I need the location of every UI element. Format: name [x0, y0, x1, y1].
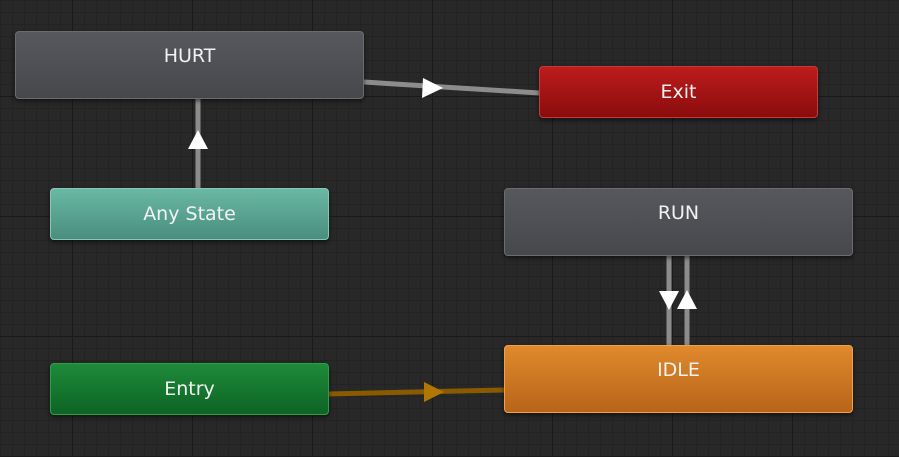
transition-run-to-idle[interactable]: [659, 256, 679, 345]
transition-entry-to-idle[interactable]: [328, 382, 505, 402]
state-node-label: IDLE: [657, 359, 700, 381]
entry-node[interactable]: Entry: [50, 363, 329, 415]
state-node-label: HURT: [163, 45, 216, 67]
state-node-idle-default[interactable]: IDLE: [504, 345, 853, 413]
exit-node-label: Exit: [660, 81, 697, 103]
arrow-right-icon: [422, 78, 443, 98]
transition-hurt-to-exit[interactable]: [363, 78, 540, 98]
any-state-node-label: Any State: [143, 203, 236, 225]
state-node-label: RUN: [657, 202, 700, 224]
arrow-down-icon: [659, 291, 679, 310]
transition-idle-to-run[interactable]: [677, 256, 697, 345]
exit-node[interactable]: Exit: [539, 66, 818, 118]
any-state-node[interactable]: Any State: [50, 188, 329, 240]
arrow-up-icon: [677, 290, 697, 309]
entry-node-label: Entry: [164, 378, 215, 400]
arrow-right-icon: [424, 382, 444, 402]
arrow-up-icon: [188, 130, 208, 149]
transition-any-state-to-hurt[interactable]: [188, 99, 208, 188]
state-node-hurt[interactable]: HURT: [15, 31, 364, 99]
state-node-run[interactable]: RUN: [504, 188, 853, 256]
